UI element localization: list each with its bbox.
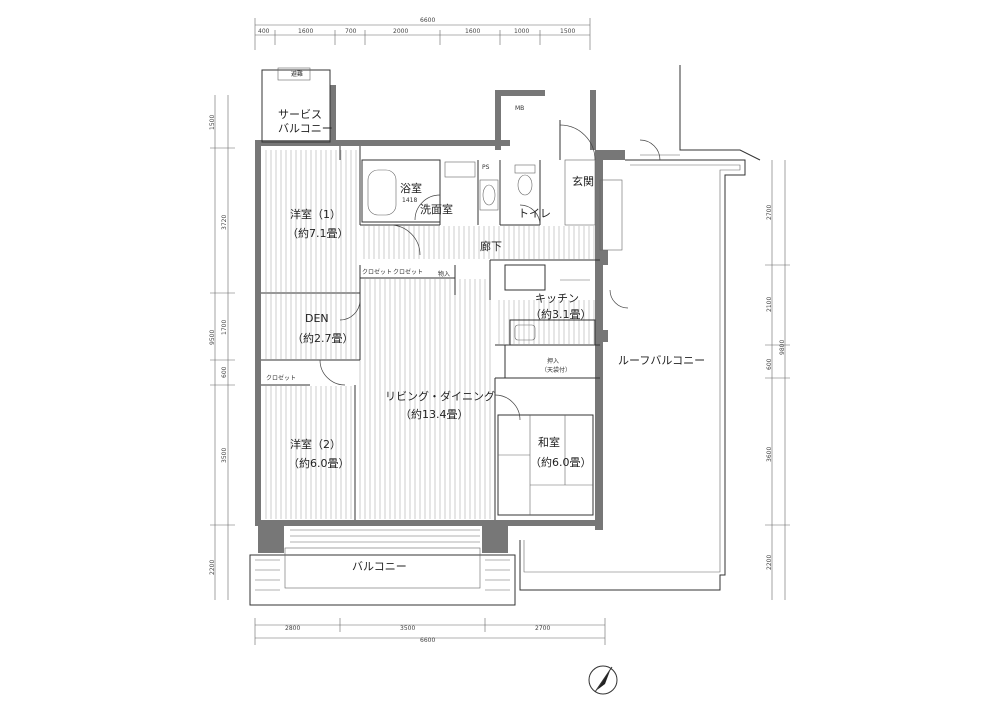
ps-label: PS — [482, 164, 490, 171]
dim-left-5: 2200 — [209, 560, 216, 575]
dim-left-0: 1500 — [209, 115, 216, 130]
service-balcony-label-2: バルコニー — [278, 122, 333, 135]
top-dimension-lines — [254, 18, 591, 50]
dim-left-4: 3500 — [221, 448, 228, 463]
closet3-label: クロゼット — [266, 374, 296, 382]
dim-top-4: 1600 — [465, 28, 480, 35]
dim-right-total: 9800 — [779, 340, 786, 355]
dim-left-total: 9500 — [209, 330, 216, 345]
washroom-fixtures — [444, 161, 499, 211]
dim-left-1: 3720 — [221, 215, 228, 230]
living-label: リビング・ダイニング — [385, 389, 495, 403]
dim-right-2: 600 — [766, 358, 773, 370]
balcony-area — [249, 529, 516, 606]
living-size: （約13.4畳） — [400, 407, 469, 421]
toilet-label: トイレ — [518, 207, 551, 220]
oshiire-label: 押入 — [547, 357, 559, 365]
dim-left-2: 1700 — [221, 320, 228, 335]
dim-right-3: 3600 — [766, 447, 773, 462]
roof-balcony-area — [519, 65, 761, 591]
bath-size: 1418 — [402, 197, 417, 204]
kitchen-fixtures — [504, 264, 596, 346]
service-balcony — [261, 67, 331, 143]
dim-top-6: 1500 — [560, 28, 575, 35]
corridor-label: 廊下 — [480, 239, 502, 253]
dim-top-0: 400 — [258, 28, 270, 35]
closet1-label: クロゼット — [362, 268, 392, 276]
western2-label: 洋室（2） — [290, 437, 341, 451]
dim-right-4: 2200 — [766, 555, 773, 570]
dim-right-0: 2700 — [766, 205, 773, 220]
washitsu-label: 和室 — [538, 435, 560, 449]
flooring — [265, 150, 600, 519]
left-dimension-lines — [210, 95, 235, 600]
bathtub — [361, 159, 441, 223]
dim-top-total: 6600 — [420, 17, 435, 24]
bath-label: 浴室 — [400, 181, 422, 195]
tatami — [497, 414, 594, 516]
kitchen-label: キッチン — [535, 292, 579, 305]
toilet-fixture — [514, 164, 536, 196]
entrance-area — [564, 159, 623, 251]
service-balcony-top-label: 避難 — [291, 70, 303, 78]
closet2-label: クロゼット — [393, 268, 423, 276]
dim-top-1: 1600 — [298, 28, 313, 35]
exterior-walls — [255, 85, 625, 553]
dim-bottom-2: 2700 — [535, 625, 550, 632]
doors — [319, 124, 661, 421]
den-size: （約2.7畳） — [292, 331, 354, 345]
storage-label: 物入 — [438, 270, 450, 278]
dim-top-2: 700 — [345, 28, 357, 35]
dim-bottom-0: 2800 — [285, 625, 300, 632]
bottom-dimension-lines — [254, 618, 606, 645]
dim-bottom-total: 6600 — [420, 637, 435, 644]
western2-size: （約6.0畳） — [288, 456, 350, 470]
dim-top-3: 2000 — [393, 28, 408, 35]
service-balcony-label-1: サービス — [278, 108, 322, 121]
interior-walls — [261, 120, 600, 520]
dim-top-5: 1000 — [514, 28, 529, 35]
washroom-label: 洗面室 — [420, 202, 453, 216]
western1-label: 洋室（1） — [290, 207, 341, 221]
dim-left-3: 600 — [221, 366, 228, 378]
balcony-label: バルコニー — [352, 560, 407, 573]
north-arrow-icon — [588, 665, 618, 695]
dim-right-1: 2100 — [766, 297, 773, 312]
oshiire-sub: （天袋付） — [541, 366, 571, 374]
entrance-label: 玄関 — [572, 174, 594, 188]
dim-bottom-1: 3500 — [400, 625, 415, 632]
kitchen-size: （約3.1畳） — [530, 307, 592, 321]
right-dimension-lines — [765, 160, 790, 600]
den-label: DEN — [305, 312, 329, 325]
washitsu-size: （約6.0畳） — [530, 455, 592, 469]
western1-size: （約7.1畳） — [287, 226, 349, 240]
mb-label: MB — [515, 105, 524, 112]
roof-balcony-label: ルーフバルコニー — [618, 354, 705, 367]
